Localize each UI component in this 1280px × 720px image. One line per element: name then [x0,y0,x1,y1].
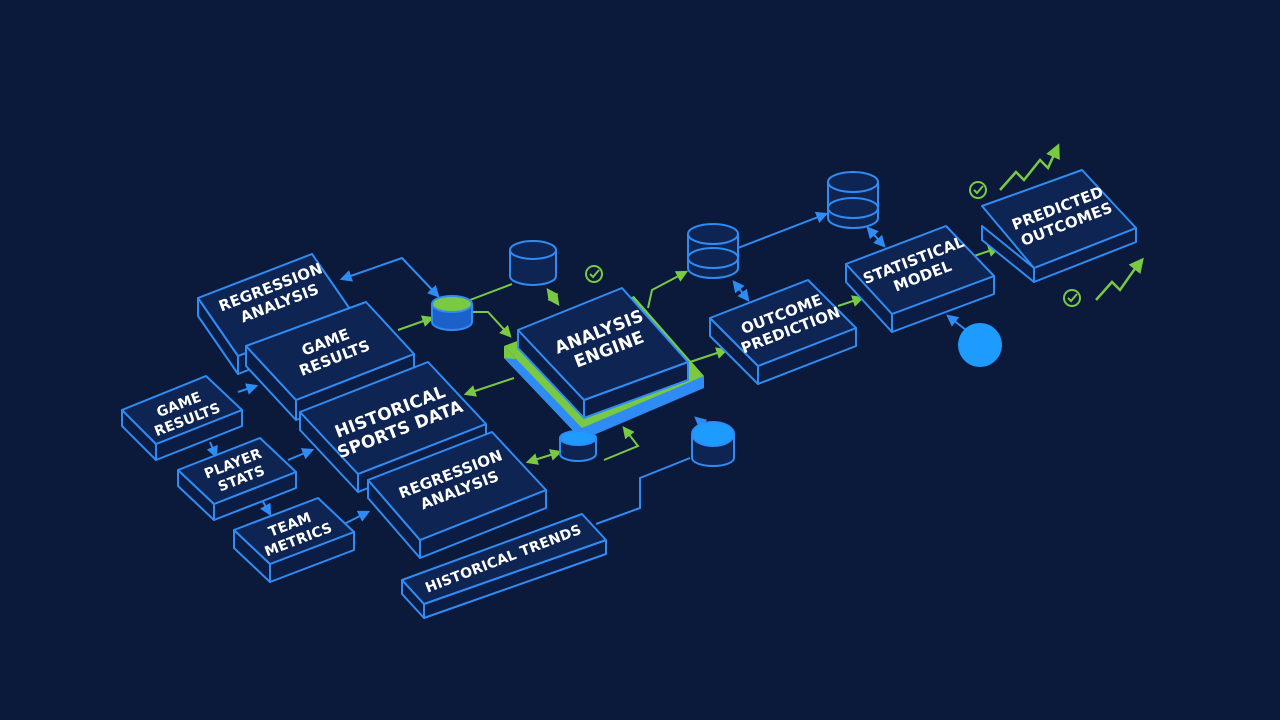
node-analysis-engine: ANALYSIS ENGINE [504,287,704,440]
node-team-metrics: TEAM METRICS [233,497,355,583]
node-outcome-prediction: OUTCOME PREDICTION [709,279,857,385]
status-dot [958,323,1002,367]
trend-arrow-icon [1095,257,1144,301]
check-circle-icon [585,265,603,283]
database-icon [687,223,739,279]
database-icon [431,295,473,331]
node-game-results-small: GAME RESULTS [121,375,243,461]
trend-arrow-icon [999,143,1060,191]
database-icon [691,421,735,467]
check-circle-icon [1063,289,1081,307]
node-regression-analysis-bottom: REGRESSION ANALYSIS [367,431,547,559]
database-icon [827,171,879,229]
database-icon [559,430,597,462]
node-predicted-outcomes: PREDICTED OUTCOMES [981,169,1137,283]
database-icon [509,240,557,286]
node-label: GAME RESULTS [146,384,223,440]
node-player-stats: PLAYER STATS [177,437,297,521]
check-circle-icon [969,181,987,199]
node-statistical-model: STATISTICAL MODEL [845,225,995,333]
